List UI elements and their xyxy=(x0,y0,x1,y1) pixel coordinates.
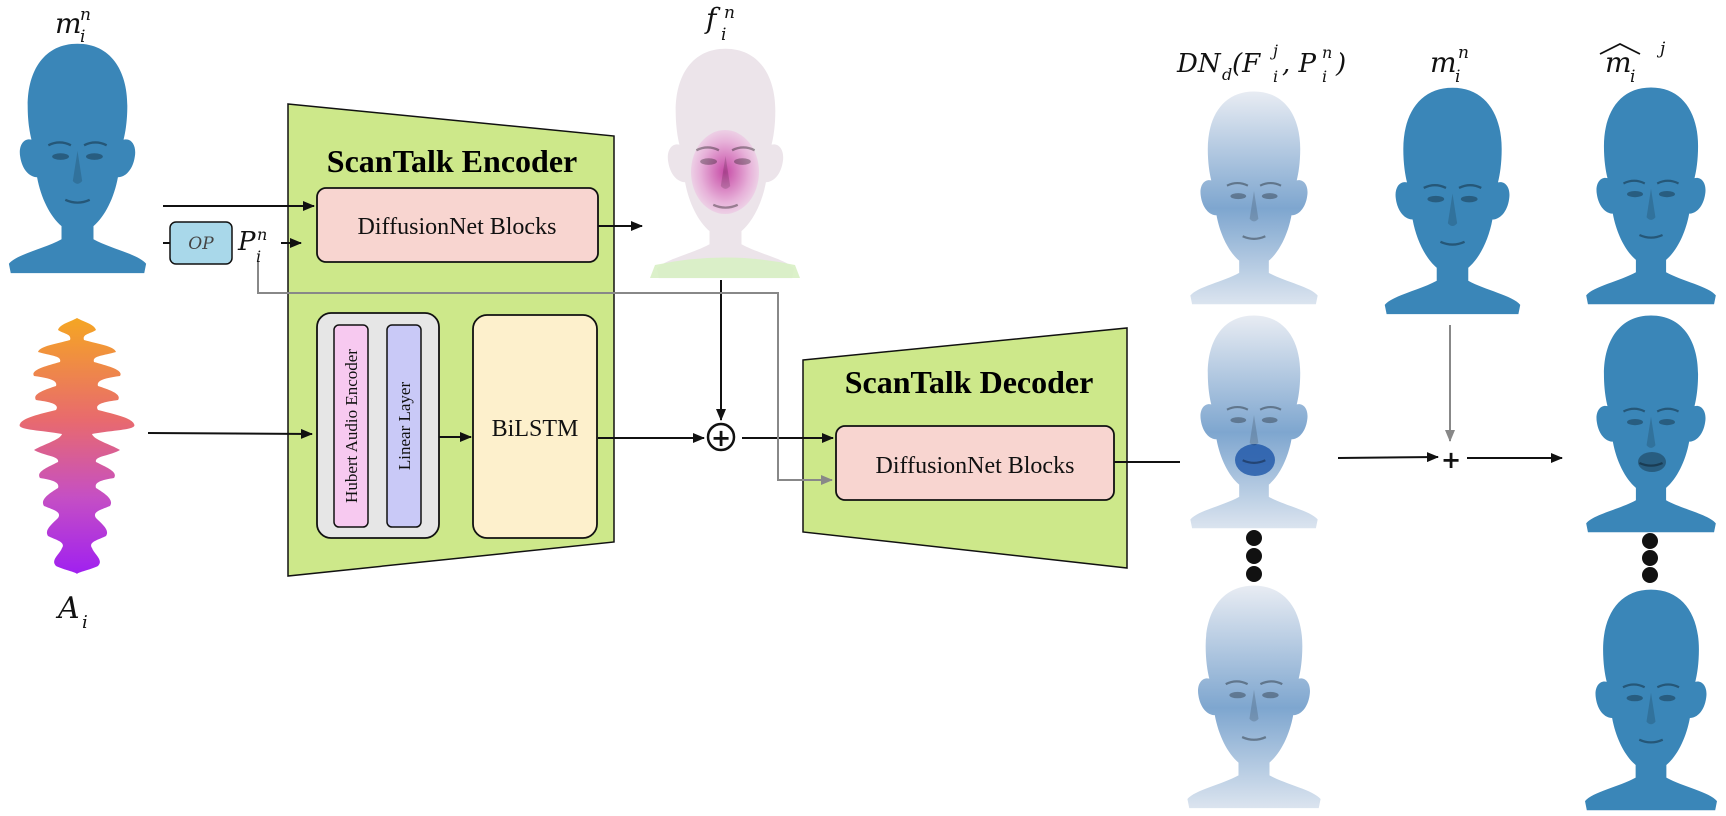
svg-text:n: n xyxy=(724,3,735,23)
svg-text:i: i xyxy=(82,612,88,633)
vertical-ellipsis-icon xyxy=(1246,530,1262,582)
audio-input-label: A i xyxy=(55,591,88,633)
svg-text:A: A xyxy=(55,591,80,626)
hubert-audio-encoder-block xyxy=(333,324,369,528)
sum-plus-icon: + xyxy=(1441,446,1461,474)
audio-waveform-icon xyxy=(19,318,135,574)
svg-text:i: i xyxy=(721,25,726,45)
svg-text:P: P xyxy=(237,227,256,257)
svg-text:i: i xyxy=(256,247,261,266)
output-head-2-icon xyxy=(1586,315,1716,533)
bilstm-label: BiLSTM xyxy=(492,416,579,442)
displacement-head-1-icon xyxy=(1190,91,1318,305)
output-mesh-label: m i j xyxy=(1599,39,1666,87)
svg-text:m: m xyxy=(1605,46,1632,79)
input-head-mesh-icon xyxy=(8,43,147,274)
svg-text:j: j xyxy=(1270,41,1278,60)
feature-colored-head-icon xyxy=(650,48,800,279)
output-head-3-icon xyxy=(1585,589,1717,811)
displacement-head-2-icon xyxy=(1190,315,1318,529)
template-head-mesh-icon xyxy=(1384,87,1521,315)
linear-layer-label: Linear Layer xyxy=(395,382,414,471)
svg-text:i: i xyxy=(80,27,85,47)
svg-text:i: i xyxy=(1630,67,1635,87)
flow-arrows xyxy=(147,201,1563,485)
features-label: f i n xyxy=(704,2,735,45)
bilstm-block xyxy=(472,314,598,539)
sum-circle-icon: + xyxy=(706,422,736,452)
hubert-audio-encoder-label: Hubert Audio Encoder xyxy=(342,349,361,503)
output-head-1-icon xyxy=(1586,87,1716,305)
svg-text:n: n xyxy=(1322,43,1332,62)
svg-text:n: n xyxy=(1458,43,1469,63)
svg-text:n: n xyxy=(257,225,267,244)
input-mesh-label: m i n xyxy=(55,5,91,47)
displacement-head-3-icon xyxy=(1187,585,1321,809)
template-mesh-label: m i n xyxy=(1430,43,1469,87)
op-label: OP xyxy=(188,234,214,254)
svg-text:DN: DN xyxy=(1176,49,1222,79)
displacement-label: DN d (F j i , P n i ) xyxy=(1176,41,1346,86)
svg-text:d: d xyxy=(1222,65,1232,84)
svg-text:(F: (F xyxy=(1232,49,1261,79)
points-label: P i n xyxy=(237,225,267,266)
svg-text:i: i xyxy=(1273,67,1278,86)
decoder-diffusionnet-label: DiffusionNet Blocks xyxy=(876,453,1075,479)
encoder-diffusionnet-label: DiffusionNet Blocks xyxy=(358,214,557,240)
svg-text:i: i xyxy=(1455,67,1460,87)
svg-text:f: f xyxy=(704,2,721,35)
svg-text:m: m xyxy=(1430,46,1457,79)
svg-text:j: j xyxy=(1656,39,1666,59)
svg-text:n: n xyxy=(80,5,91,25)
svg-text:i: i xyxy=(1322,67,1327,86)
svg-text:+: + xyxy=(711,424,731,452)
decoder-title: ScanTalk Decoder xyxy=(845,364,1094,400)
vertical-ellipsis-icon xyxy=(1642,533,1658,583)
svg-text:m: m xyxy=(55,7,82,40)
encoder-title: ScanTalk Encoder xyxy=(327,143,577,179)
linear-layer-block xyxy=(386,324,422,528)
svg-text:, P: , P xyxy=(1282,49,1317,79)
svg-text:): ) xyxy=(1335,49,1346,79)
